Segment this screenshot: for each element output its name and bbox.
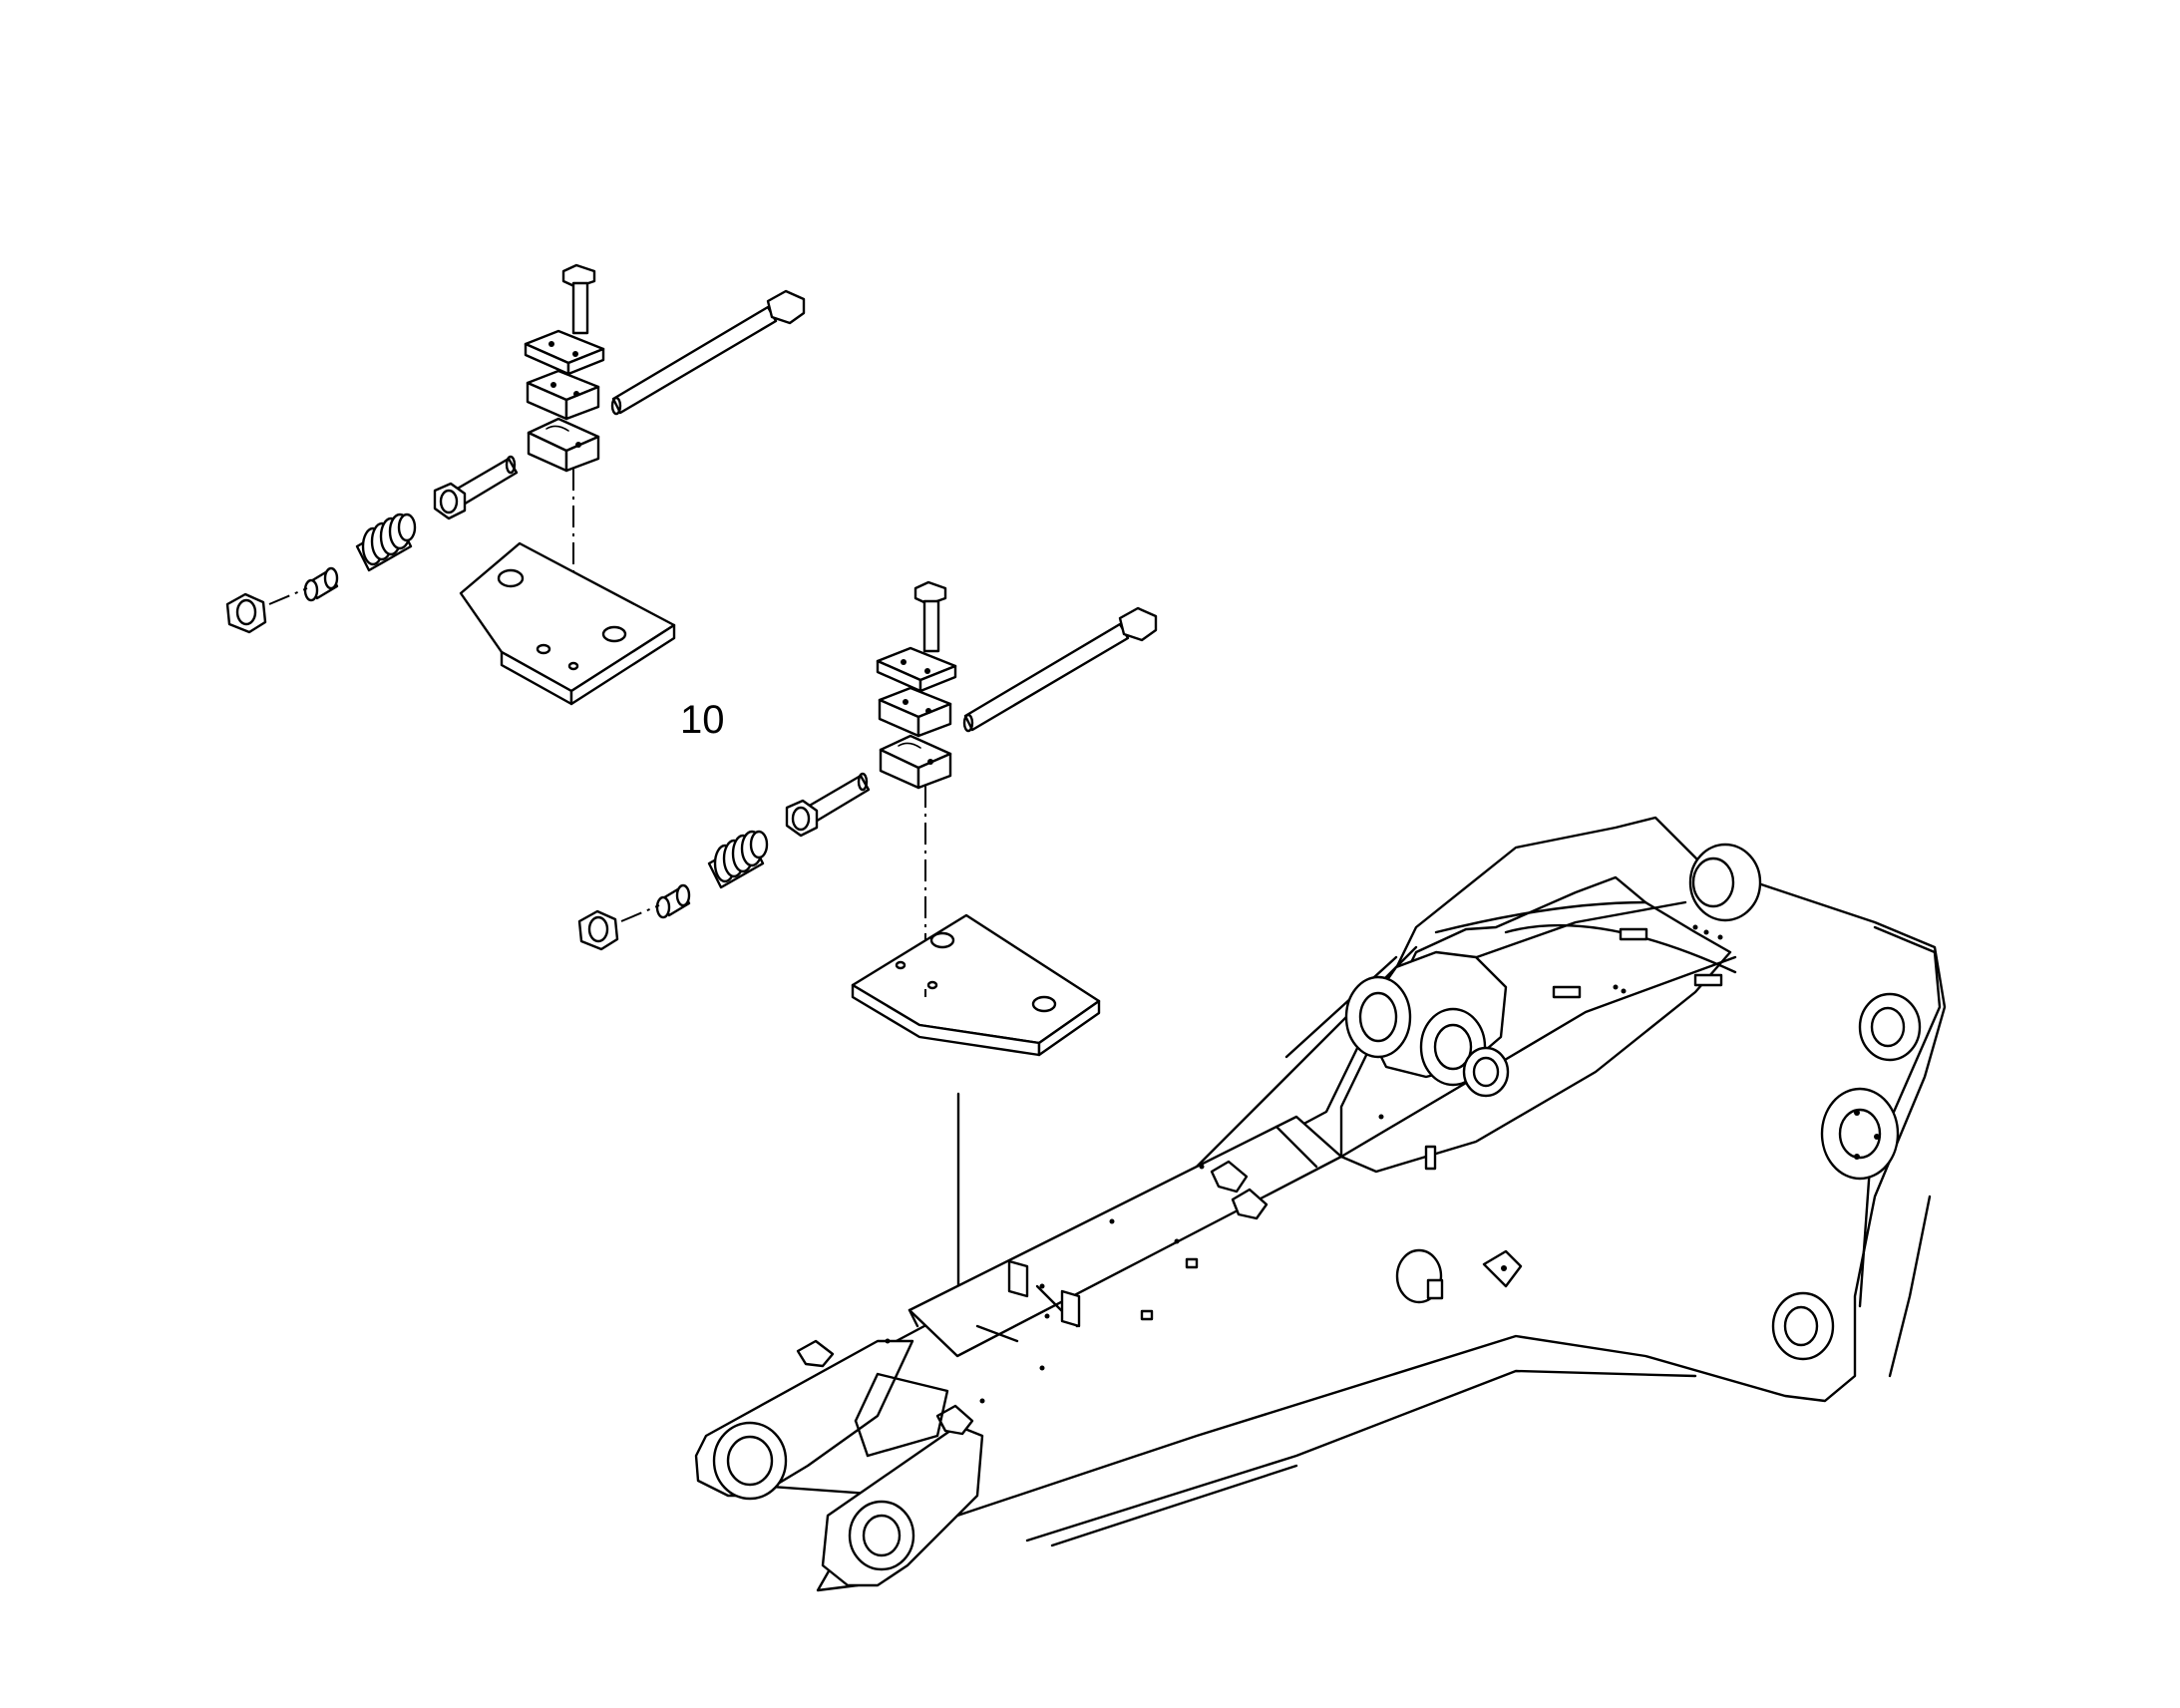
callout-label-10: 10	[680, 698, 725, 742]
washer-sleeve-upper	[303, 566, 339, 602]
bolt-upper	[561, 263, 596, 335]
clamp-half-bottom-upper	[527, 417, 600, 473]
spring-element-lower	[707, 830, 769, 889]
pin-boss-front-right	[848, 1500, 915, 1571]
clamp-strap-lower	[876, 646, 957, 693]
clamp-half-bottom-lower	[879, 734, 952, 790]
mount-assembly-lower	[577, 580, 1158, 1057]
pin-boss-rear-top	[1688, 843, 1762, 922]
long-rod-upper	[610, 289, 806, 416]
washer-sleeve-lower	[655, 883, 691, 919]
pin-boss-rear-middle	[1820, 1087, 1900, 1181]
side-pin-left	[1395, 1248, 1444, 1304]
mounting-plate-lower	[851, 913, 1101, 1057]
hex-nut-upper	[225, 592, 267, 634]
feature-marks	[796, 924, 1723, 1436]
pin-boss-rear-lower	[1771, 1291, 1835, 1361]
spacer-nut-upper	[433, 482, 467, 520]
clamp-strap-upper	[524, 329, 605, 376]
pin-boss-front-left	[712, 1421, 788, 1501]
side-lug-right	[1482, 1249, 1523, 1288]
mount-assembly-upper	[225, 263, 806, 706]
boom-frame	[694, 816, 1947, 1592]
hex-nut-lower	[577, 909, 619, 951]
spacer-nut-lower	[785, 799, 819, 838]
spring-element-upper	[355, 512, 417, 572]
mounting-plate-upper	[459, 541, 676, 706]
center-lug-assembly	[1344, 950, 1510, 1098]
bolt-lower	[913, 580, 947, 653]
pin-boss-rear-upper	[1858, 992, 1922, 1062]
clamp-half-top-upper	[526, 369, 600, 421]
clamp-half-top-lower	[878, 686, 952, 738]
long-rod-lower	[962, 606, 1158, 733]
